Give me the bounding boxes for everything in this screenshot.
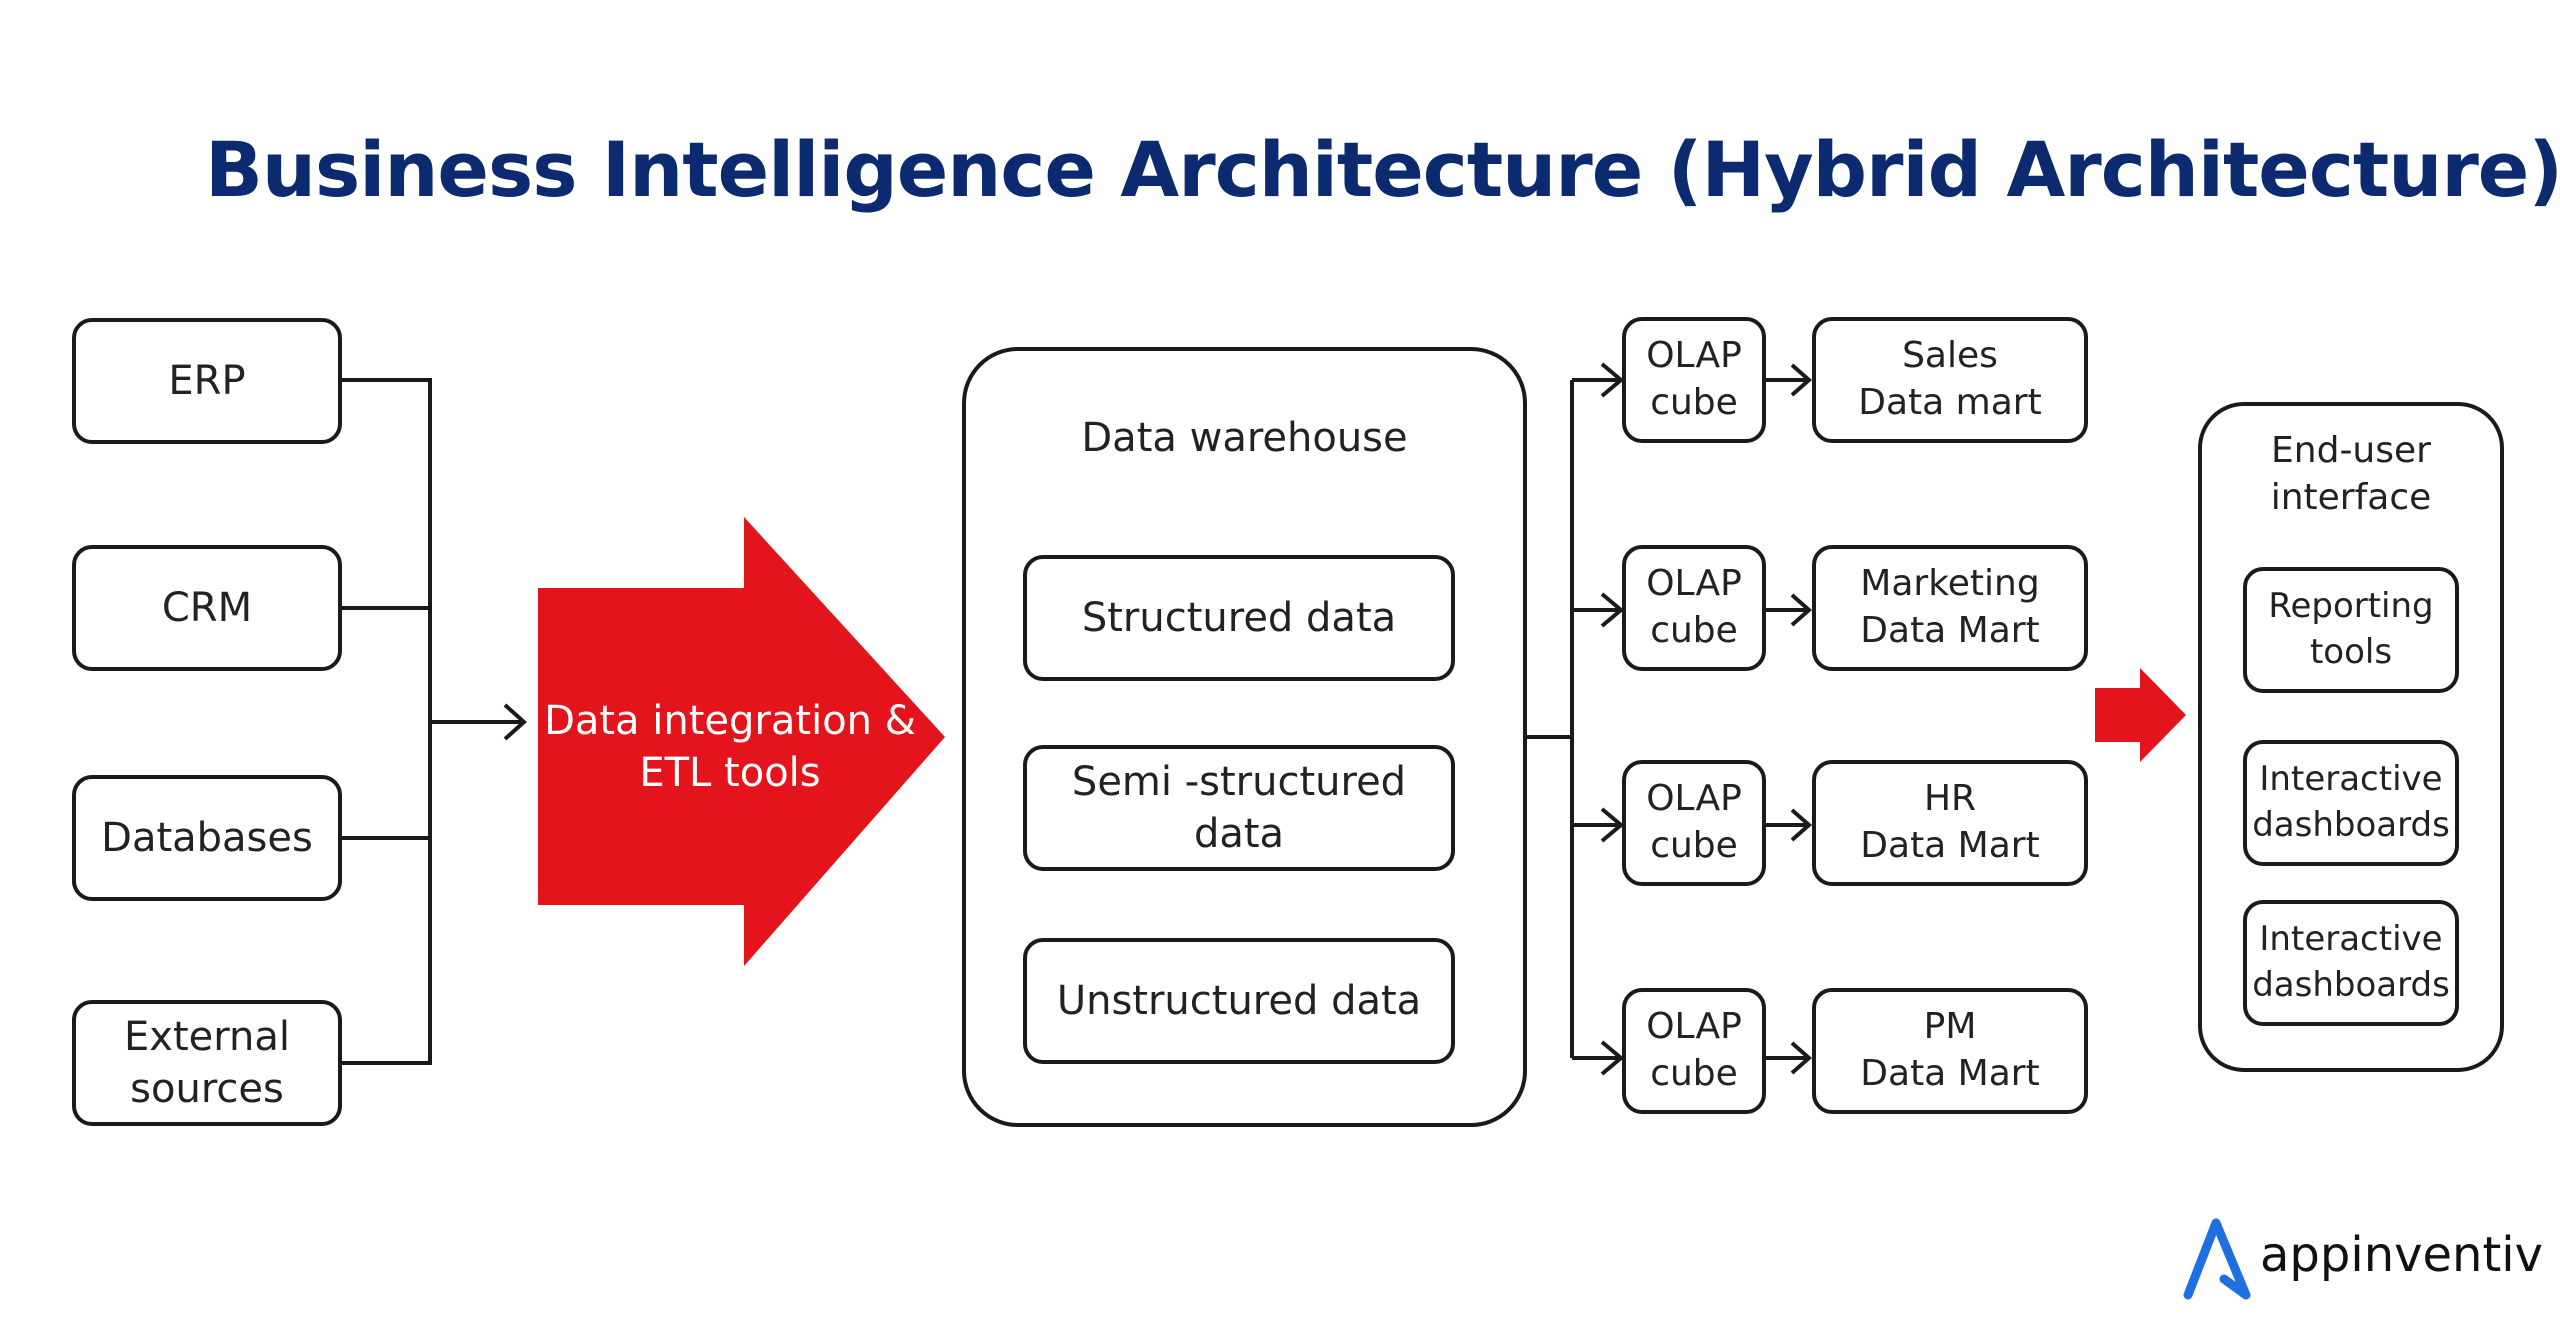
interactive-dashboards-box-2: Interactive dashboards <box>2243 900 2459 1026</box>
cube-mart-arrow-2 <box>1766 593 1813 627</box>
structured-data-box: Structured data <box>1023 555 1455 681</box>
source-external-label: External sources <box>124 1014 290 1112</box>
olap-cube-1: OLAP cube <box>1622 317 1766 443</box>
etl-label: Data integration & ETL tools <box>544 698 916 796</box>
pm-data-mart-label: PM Data Mart <box>1860 1006 2040 1094</box>
end-user-interface-label: End-user interface <box>2270 430 2432 518</box>
hr-data-mart-label: HR Data Mart <box>1860 778 2040 866</box>
appinventiv-logo-icon <box>2183 1218 2251 1300</box>
unstructured-data-box: Unstructured data <box>1023 938 1455 1064</box>
sales-data-mart: Sales Data mart <box>1812 317 2088 443</box>
semi-structured-data-box: Semi -structured data <box>1023 745 1455 871</box>
interactive-dashboards-label-1: Interactive dashboards <box>2252 759 2450 845</box>
olap-cube-1-label: OLAP cube <box>1646 335 1742 423</box>
olap-arrow-4 <box>1572 1040 1625 1076</box>
sales-data-mart-label: Sales Data mart <box>1858 335 2042 423</box>
bus-to-etl-arrowhead <box>503 703 527 741</box>
to-end-user-arrow <box>2095 668 2186 762</box>
interactive-dashboards-box-1: Interactive dashboards <box>2243 740 2459 866</box>
olap-cube-3-label: OLAP cube <box>1646 778 1742 866</box>
cube-mart-arrow-1 <box>1766 363 1813 397</box>
source-databases: Databases <box>72 775 342 901</box>
olap-cube-4: OLAP cube <box>1622 988 1766 1114</box>
source-erp-label: ERP <box>168 358 246 404</box>
source-erp: ERP <box>72 318 342 444</box>
cube-mart-arrow-3 <box>1766 808 1813 842</box>
brand-name: appinventiv <box>2260 1227 2544 1283</box>
structured-data-label: Structured data <box>1081 595 1397 641</box>
reporting-tools-label: Reporting tools <box>2268 586 2434 672</box>
marketing-data-mart-label: Marketing Data Mart <box>1860 563 2040 651</box>
olap-arrow-3 <box>1572 807 1625 843</box>
hr-data-mart: HR Data Mart <box>1812 760 2088 886</box>
data-warehouse-label: Data warehouse <box>1081 415 1408 461</box>
diagram-title: Business Intelligence Architecture (Hybr… <box>205 125 2560 214</box>
olap-cube-2-label: OLAP cube <box>1646 563 1742 651</box>
sources-bus-line <box>342 378 432 1065</box>
source-external: External sources <box>72 1000 342 1126</box>
pm-data-mart: PM Data Mart <box>1812 988 2088 1114</box>
olap-cube-4-label: OLAP cube <box>1646 1006 1742 1094</box>
semi-structured-data-label: Semi -structured data <box>1071 759 1407 857</box>
source-databases-label: Databases <box>101 815 313 861</box>
olap-cube-2: OLAP cube <box>1622 545 1766 671</box>
unstructured-data-label: Unstructured data <box>1056 978 1422 1024</box>
cube-mart-arrow-4 <box>1766 1041 1813 1075</box>
olap-cube-3: OLAP cube <box>1622 760 1766 886</box>
reporting-tools-box: Reporting tools <box>2243 567 2459 693</box>
brand-logo: appinventiv <box>2180 1215 2544 1305</box>
marketing-data-mart: Marketing Data Mart <box>1812 545 2088 671</box>
olap-arrow-2 <box>1572 592 1625 628</box>
interactive-dashboards-label-2: Interactive dashboards <box>2252 919 2450 1005</box>
source-crm: CRM <box>72 545 342 671</box>
etl-arrow-shape <box>538 517 945 966</box>
olap-arrow-1 <box>1572 362 1625 398</box>
source-crm-label: CRM <box>161 585 253 631</box>
